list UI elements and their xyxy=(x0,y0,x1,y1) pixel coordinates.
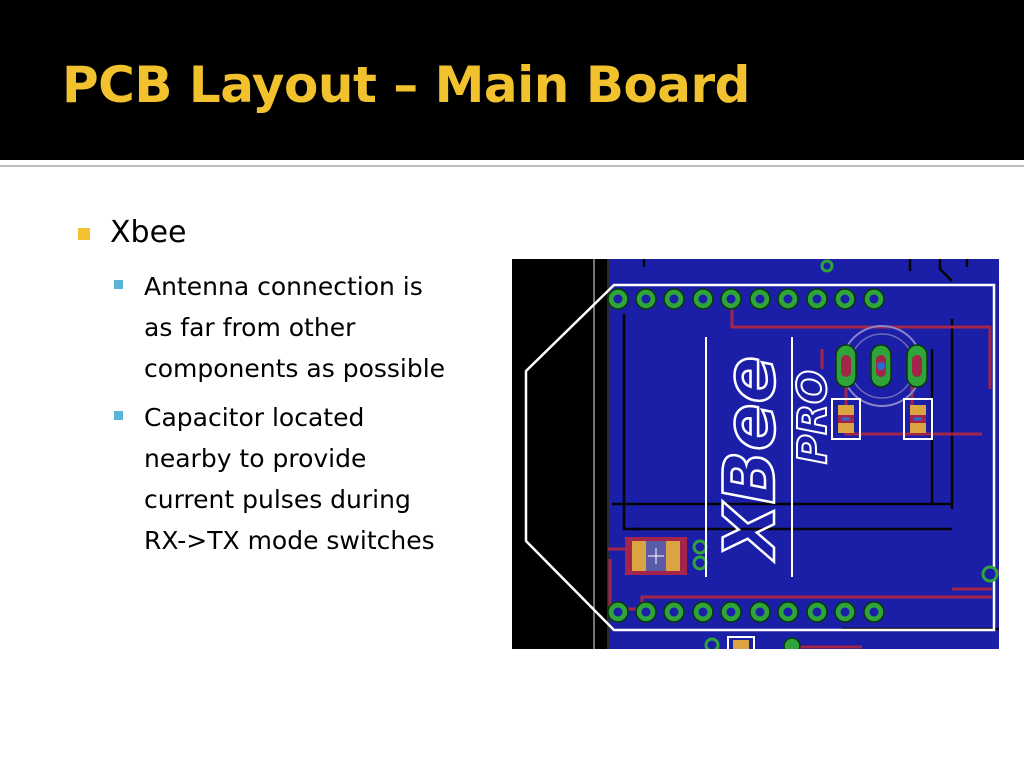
antenna-connector-pads xyxy=(835,344,928,388)
bullet-square-icon xyxy=(78,228,90,240)
smd-component-right xyxy=(903,398,933,440)
sub-bullet-square-icon xyxy=(114,411,123,420)
xbee-bottom-header-holes xyxy=(613,607,879,617)
pcb-board xyxy=(608,259,999,649)
smd-component-bottom xyxy=(727,636,755,649)
title-divider-shadow xyxy=(0,165,1024,167)
xbee-bottom-header-pads xyxy=(607,601,885,623)
smd-component-left xyxy=(831,398,861,440)
pcb-layout-image: XBee PRO xyxy=(512,259,999,649)
bullet-xbee: Xbee xyxy=(110,215,187,250)
sub-bullet-line: components as possible xyxy=(144,354,446,383)
xbee-silkscreen: XBee PRO xyxy=(705,337,837,577)
sub-bullet-line: as far from other xyxy=(144,313,356,342)
title-divider xyxy=(0,160,1024,165)
xbee-top-header-holes xyxy=(613,294,879,304)
slide-content: Xbee Antenna connection is as far from o… xyxy=(0,0,500,768)
via-pad xyxy=(783,637,801,649)
sub-bullet-line: current pulses during xyxy=(144,485,411,514)
sub-bullet-text: Antenna connection is as far from other … xyxy=(144,266,494,389)
xbee-silkscreen-sublabel: PRO xyxy=(790,370,836,464)
sub-bullet-line: RX->TX mode switches xyxy=(144,526,435,555)
pcb-layout-svg: XBee PRO xyxy=(512,259,999,649)
sub-bullet-line: Capacitor located xyxy=(144,403,365,432)
xbee-silkscreen-label: XBee xyxy=(709,356,791,562)
capacitor-component xyxy=(625,537,687,575)
sub-bullet-square-icon xyxy=(114,280,123,289)
title-bar: PCB Layout – Main Board xyxy=(0,0,1024,160)
sub-bullet-line: Antenna connection is xyxy=(144,272,423,301)
sub-bullet-line: nearby to provide xyxy=(144,444,367,473)
slide-title: PCB Layout – Main Board xyxy=(62,56,750,114)
sub-bullet-text: Capacitor located nearby to provide curr… xyxy=(144,397,494,561)
xbee-module-outline xyxy=(524,283,996,632)
